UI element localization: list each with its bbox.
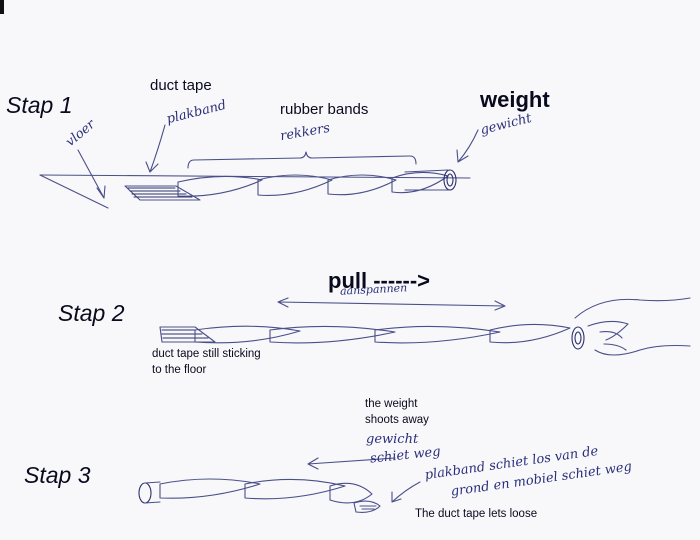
pull-span-arrow (277, 297, 506, 311)
corner-mark (0, 0, 4, 14)
weight-released (138, 482, 152, 504)
pull-label: pull ------> (328, 268, 431, 293)
rubber-band-s2-3 (374, 325, 501, 344)
step-2-label: Stap 2 (58, 300, 125, 326)
rubber-band-3 (327, 174, 397, 196)
rubber-band-1 (177, 175, 263, 197)
duct-tape-arrow (145, 124, 166, 173)
stap2-caption-line1: duct tape still sticking (152, 348, 261, 360)
tape-block-stap2 (159, 326, 216, 343)
weight-held (571, 326, 585, 350)
rubber-band-s3-2 (244, 478, 346, 500)
stap2-caption-line2: to the floor (152, 364, 207, 376)
shoot-away-arrow (307, 457, 396, 470)
floor-arrow (77, 149, 106, 199)
rubber-band-s3-1 (159, 478, 261, 499)
tape-loose-arrow (391, 481, 421, 503)
step-1-label: Stap 1 (6, 92, 73, 118)
weight-arrow (456, 129, 479, 163)
weight-shoots-line1: the weight (365, 398, 418, 410)
floor-edge (39, 174, 109, 209)
hand (574, 297, 691, 356)
weight-cylinder-end (443, 169, 457, 191)
weight-shoots-line2: shoots away (365, 414, 429, 426)
rubber-band-s2-1 (194, 325, 301, 344)
rubber-band-2 (257, 174, 333, 196)
weight-cylinder-body (404, 169, 449, 191)
floor-line (39, 174, 471, 179)
loose-tape (353, 500, 381, 513)
rubber-band-s2-4 (489, 323, 571, 344)
tape-loose-caption: The duct tape lets loose (415, 508, 538, 520)
weight-shoots-dutch-1: gewicht (366, 432, 419, 447)
weight-label: weight (480, 87, 550, 112)
rubber-bands-label: rubber bands (280, 101, 369, 118)
duct-tape-label: duct tape (150, 77, 212, 94)
rubber-bands-bracket (187, 151, 417, 169)
step-3-label: Stap 3 (24, 462, 91, 488)
rubber-band-s3-3 (329, 482, 373, 504)
duct-tape-block (124, 185, 201, 201)
rubber-band-s2-2 (269, 325, 396, 344)
